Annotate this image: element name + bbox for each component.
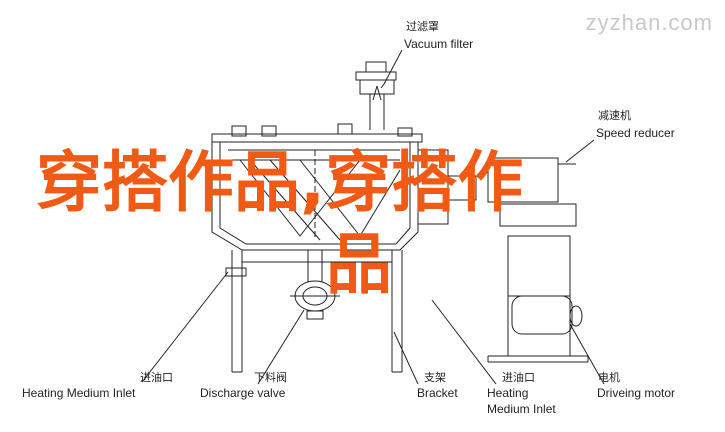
speed-reducer-label-en: Speed reducer: [596, 126, 675, 140]
vacuum-filter-label-en: Vacuum filter: [404, 37, 474, 51]
discharge-valve-label-zh: 下料阀: [254, 371, 287, 384]
vessel-body: [211, 142, 477, 251]
discharge-valve-label-en: Discharge valve: [200, 386, 286, 400]
heating-medium-label-2-zh: 进油口: [502, 371, 535, 384]
speed-reducer-motor: [487, 157, 589, 363]
site-watermark: zyzhan.com: [585, 10, 713, 35]
driving-motor-label-zh: 电机: [598, 371, 620, 384]
overlay-title-line1: 穿搭作品,穿搭作: [36, 144, 524, 221]
vacuum-filter-assembly: [355, 61, 397, 130]
bracket-label-zh: 支架: [424, 371, 446, 384]
discharge-valve: [290, 250, 340, 320]
overlay-title-line2: 品: [326, 226, 392, 303]
driving-motor-label-en: Driveing motor: [597, 386, 676, 400]
heating-medium-label-2-en-line1: Heating: [487, 386, 529, 400]
vacuum-filter-label-zh: 过滤罩: [406, 20, 439, 33]
bracket-label-en: Bracket: [417, 386, 458, 400]
heating-medium-inlet-label-zh: 进油口: [140, 371, 173, 384]
speed-reducer-label-zh: 减速机: [598, 109, 631, 122]
heating-medium-inlet-label-en: Heating Medium Inlet: [22, 386, 136, 400]
heating-medium-label-2-en-line2: Medium Inlet: [487, 402, 556, 416]
top-nozzles: [211, 123, 423, 143]
leader-lines: [141, 49, 605, 385]
support-frame: [225, 250, 403, 373]
